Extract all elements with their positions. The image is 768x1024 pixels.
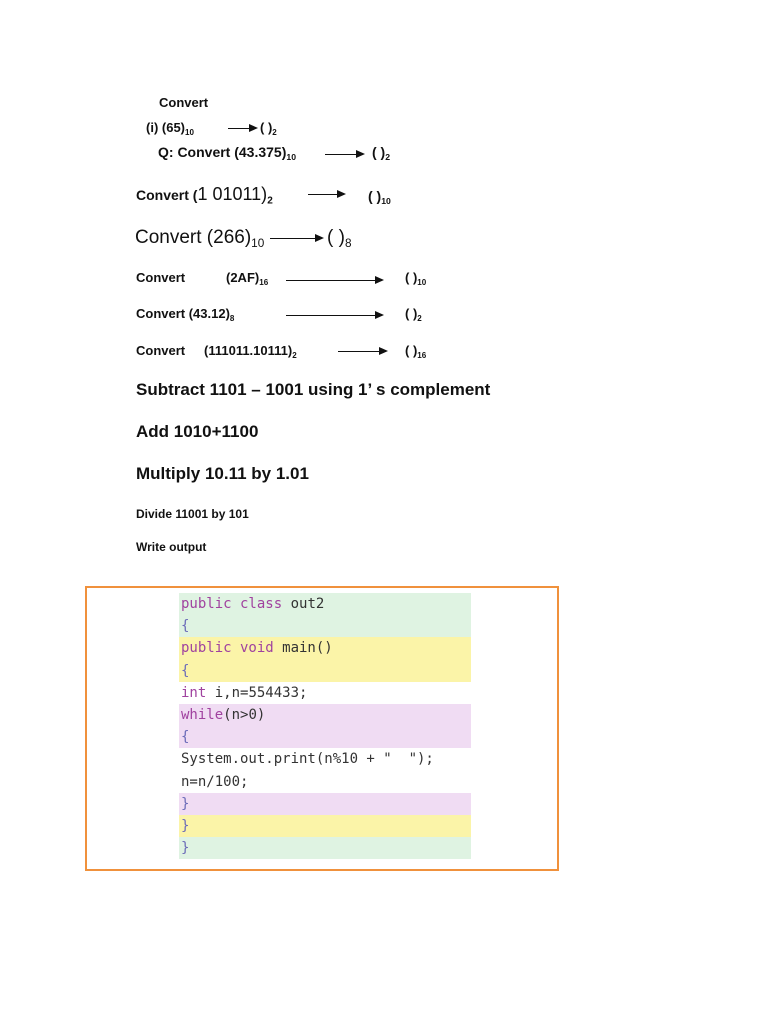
- question-convert-binary: Convert (1 01011)2: [136, 184, 273, 207]
- base-subscript: 16: [259, 277, 269, 287]
- hex-number: (2AF)16: [226, 270, 269, 287]
- code-line: System.out.print(n%10 + " ");: [179, 748, 471, 771]
- code-line: public class out2: [179, 593, 471, 616]
- code-line: {: [179, 726, 471, 749]
- blank-parens: ( ): [368, 188, 382, 204]
- question-i: (i) (65)10: [146, 120, 194, 137]
- question-text: Convert (266): [135, 227, 252, 248]
- code-line: n=n/100;: [179, 770, 471, 793]
- question-divide: Divide 11001 by 101: [136, 507, 249, 521]
- base-subscript: 8: [344, 237, 352, 251]
- arrow-icon: [286, 310, 384, 319]
- convert-label: Convert: [136, 343, 186, 358]
- binary-value: (111011.10111): [204, 343, 293, 358]
- arrow-icon: [270, 233, 324, 242]
- code-keyword: int: [181, 684, 207, 701]
- code-line: {: [179, 659, 471, 682]
- base-subscript: 2: [385, 152, 391, 163]
- arrow-icon: [325, 149, 365, 158]
- base-subscript: 2: [417, 313, 422, 323]
- code-text: i,n=554433;: [206, 684, 308, 701]
- base-subscript: 16: [417, 350, 427, 360]
- question-i-text: (i) (65): [146, 120, 185, 135]
- answer-blank: ( )2: [260, 120, 277, 137]
- code-line: public void main(): [179, 637, 471, 660]
- base-subscript: 2: [272, 127, 277, 137]
- answer-blank: ( )10: [368, 188, 391, 207]
- question-convert-266: Convert (266)10: [135, 227, 264, 249]
- base-subscript: 10: [251, 237, 265, 251]
- question-multiply: Multiply 10.11 by 1.01: [136, 464, 309, 483]
- answer-blank: ( )16: [405, 343, 427, 360]
- convert-label: Convert (: [136, 187, 198, 203]
- code-block: public class out2 { public void main() {…: [179, 593, 471, 860]
- question-subtract: Subtract 1101 – 1001 using 1’ s compleme…: [136, 380, 491, 399]
- blank-parens: ( ): [405, 270, 418, 285]
- answer-blank: ( )10: [405, 270, 427, 287]
- arrow-icon: [308, 189, 346, 198]
- question-q-text: Q: Convert (43.375): [158, 144, 287, 160]
- code-text: main(): [273, 640, 333, 657]
- question-write-output: Write output: [136, 540, 207, 554]
- binary-number: 1 01011): [197, 184, 268, 204]
- code-keyword: public class: [181, 596, 283, 612]
- convert-heading: Convert: [159, 95, 209, 110]
- answer-blank: ( )2: [372, 144, 391, 163]
- base-subscript: 10: [381, 196, 391, 207]
- base-subscript: 2: [292, 350, 297, 360]
- code-line: while(n>0): [179, 703, 471, 727]
- code-snippet-box: public class out2 { public void main() {…: [85, 586, 559, 871]
- code-keyword: while: [181, 706, 224, 723]
- question-add: Add 1010+1100: [136, 422, 259, 441]
- blank-parens: ( ): [405, 343, 418, 358]
- arrow-icon: [338, 346, 388, 355]
- blank-parens: ( ): [372, 144, 386, 160]
- answer-blank: ( )2: [405, 306, 422, 323]
- code-keyword: public void: [181, 640, 274, 657]
- blank-parens: ( ): [260, 120, 273, 135]
- blank-parens: ( ): [327, 227, 345, 248]
- question-q: Q: Convert (43.375)10: [158, 144, 297, 163]
- question-convert-octal: Convert (43.12)8: [136, 306, 235, 323]
- base-subscript: 2: [267, 195, 273, 207]
- code-text: out2: [282, 596, 325, 612]
- code-line: int i,n=554433;: [179, 681, 471, 704]
- code-line: }: [179, 837, 471, 860]
- base-subscript: 10: [417, 277, 427, 287]
- code-line: }: [179, 792, 471, 815]
- arrow-icon: [228, 123, 258, 132]
- base-subscript: 10: [286, 152, 297, 163]
- base-subscript: 8: [229, 313, 235, 323]
- question-text: Convert (43.12): [136, 306, 230, 321]
- convert-label: Convert: [136, 270, 186, 285]
- base-subscript: 10: [185, 127, 194, 137]
- arrow-icon: [286, 275, 384, 284]
- answer-blank: ( )8: [327, 227, 351, 249]
- blank-parens: ( ): [405, 306, 418, 321]
- code-text: (n>0): [223, 706, 266, 723]
- code-line: }: [179, 814, 471, 838]
- binary-fraction-number: (111011.10111)2: [204, 343, 297, 360]
- hex-value: (2AF): [226, 270, 260, 285]
- code-line: {: [179, 615, 471, 638]
